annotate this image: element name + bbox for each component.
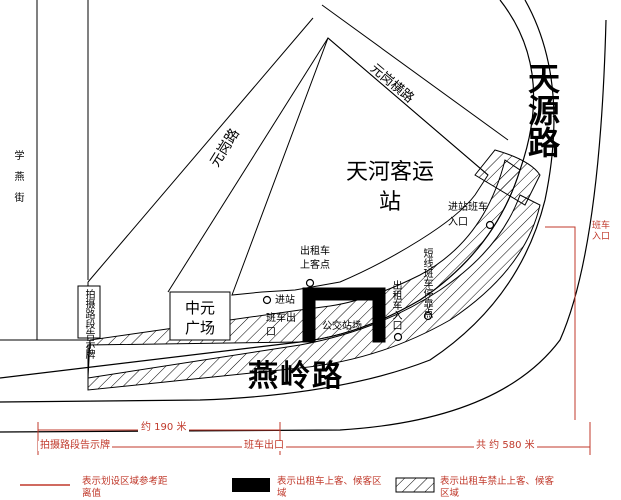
xue-yan-street-label: 学 燕 街 (12, 150, 23, 202)
station-plot-outline (231, 37, 489, 296)
distance-190-label: 约 190 米 (138, 423, 190, 433)
short-bus-stop-marker (423, 311, 433, 321)
distance-580-label: 共 约 580 米 (474, 440, 537, 451)
sign-bottom-label: 拍摄路段告示牌 (38, 440, 112, 451)
bus-exit-bottom-label: 班车出口 (242, 440, 286, 451)
taxi-entrance-marker (393, 332, 403, 342)
legend-black-swatch (232, 478, 270, 492)
legend-black-label: 表示出租车上客、候客区域 (277, 476, 382, 499)
tian-yuan-road-label: 天源路 (523, 62, 561, 158)
taxi-pickup-label: 出租车上客点 (300, 246, 330, 271)
bus-entrance-top-label: 进站班车入口 (448, 202, 488, 228)
plaza-box (169, 291, 231, 341)
yan-ling-road-label: 燕岭路 (248, 359, 344, 394)
bus-entrance-top-marker (485, 220, 495, 230)
yan-ling-road-bottom (0, 9, 621, 433)
hatched-zone-top (474, 149, 541, 206)
yuan-gang-heng-road-line-top (321, 4, 509, 141)
yuan-gang-road-line-right (167, 37, 329, 293)
sign-box (77, 285, 101, 339)
hatched-zone-bottom (87, 194, 541, 391)
station-name-text: 天河客运站 (345, 160, 434, 215)
legend-hatched-label: 表示出租车禁止上客、候客区域 (440, 476, 555, 499)
legend-hatched-swatch (395, 477, 435, 493)
bus-exit-left-marker (262, 295, 272, 305)
bus-exit-left-label: 班车出口 (266, 313, 296, 338)
yuan-gang-road-line-left (87, 17, 314, 283)
legend-red-line-label: 表示划设区域参考距离值 (82, 476, 168, 499)
station-name-label: 天河客运站 (345, 158, 435, 218)
sign-label: 拍摄路段告示牌 (83, 289, 94, 359)
taxi-entrance-label: 出租车入口 (390, 280, 401, 330)
bus-entrance-left-label: 进站 (275, 295, 295, 306)
plaza-label: 中元广场 (184, 299, 215, 337)
tian-yuan-road-outer (0, 0, 555, 403)
bus-entrance-leader (545, 226, 576, 420)
taxi-pickup-zone (302, 287, 386, 343)
bus-entrance-right-label: 班车入口 (592, 221, 611, 242)
bus-stop-label: 公交站场 (322, 321, 362, 332)
short-bus-stop-label: 短线班车停靠点 (421, 248, 432, 318)
taxi-pickup-marker (305, 278, 315, 288)
